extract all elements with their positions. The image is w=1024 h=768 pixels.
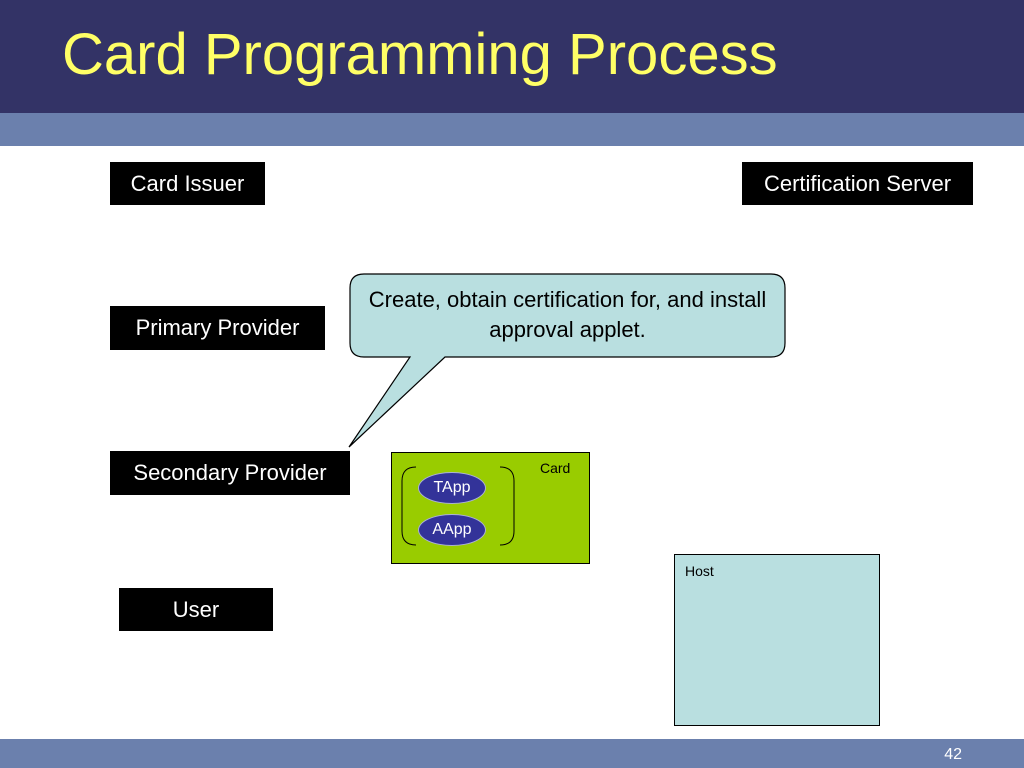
certification-server-box: Certification Server	[742, 162, 973, 205]
tapp-oval: TApp	[418, 472, 486, 504]
right-bracket	[499, 466, 515, 546]
callout-shape	[348, 273, 786, 448]
aapp-label: AApp	[432, 521, 472, 538]
card-issuer-label: Card Issuer	[130, 170, 245, 196]
slide-number: 42	[944, 746, 962, 763]
primary-provider-label: Primary Provider	[135, 315, 300, 340]
primary-provider-box: Primary Provider	[110, 306, 325, 350]
footer-band	[0, 739, 1024, 768]
slide-title: Card Programming Process	[62, 22, 778, 87]
left-bracket	[401, 466, 417, 546]
title-bar	[0, 0, 1024, 113]
card-label: Card	[540, 460, 571, 476]
secondary-provider-box: Secondary Provider	[110, 451, 350, 495]
card-issuer-box: Card Issuer	[110, 162, 265, 205]
callout-text: Create, obtain certification for, and in…	[368, 287, 767, 342]
secondary-provider-label: Secondary Provider	[133, 460, 327, 485]
card-box	[391, 452, 590, 564]
host-box	[674, 554, 880, 726]
aapp-oval: AApp	[418, 514, 486, 546]
host-label: Host	[685, 563, 714, 579]
certification-server-label: Certification Server	[763, 170, 952, 196]
tapp-label: TApp	[433, 479, 471, 496]
accent-band	[0, 113, 1024, 146]
user-label: User	[172, 596, 220, 622]
user-box: User	[119, 588, 273, 631]
